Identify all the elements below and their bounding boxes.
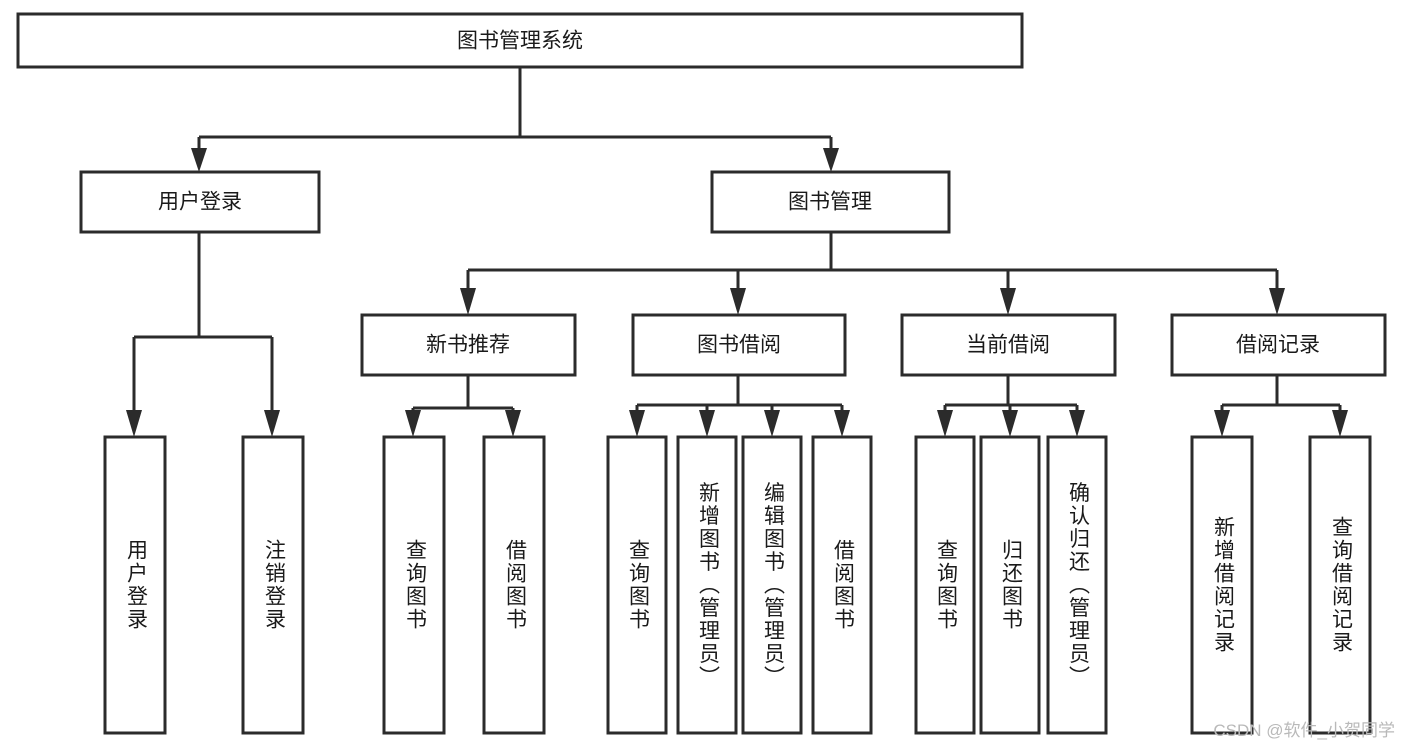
- node-leaf-add-book[interactable]: 新增图书（管理员）: [676, 435, 738, 735]
- node-leaf-query-book-3[interactable]: 查询图书: [914, 435, 976, 735]
- node-leaf-user-logout-box[interactable]: [241, 435, 305, 735]
- node-leaf-borrow-book-1[interactable]: 借阅图书: [482, 435, 546, 735]
- arrow-leaf-query-book-2: [629, 410, 645, 437]
- arrow-leaf-borrow-book-1: [505, 410, 521, 437]
- node-book-borrow[interactable]: 图书借阅: [631, 313, 847, 377]
- node-leaf-user-logout-label: 注销登录: [262, 539, 286, 631]
- arrow-leaf-confirm-return: [1069, 410, 1085, 437]
- node-leaf-borrow-book-2-box[interactable]: [811, 435, 873, 735]
- node-new-book-recommend[interactable]: 新书推荐: [360, 313, 577, 377]
- arrow-current-borrow: [1000, 288, 1016, 315]
- watermark: CSDN @软件_小贺同学: [1213, 721, 1395, 740]
- node-leaf-return-book-label: 归还图书: [999, 539, 1023, 631]
- arrow-leaf-return-book: [1002, 410, 1018, 437]
- node-root-box[interactable]: [16, 12, 1024, 69]
- arrow-leaf-query-record: [1332, 410, 1348, 437]
- node-leaf-query-book-1-box[interactable]: [382, 435, 446, 735]
- node-root[interactable]: 图书管理系统: [16, 12, 1024, 69]
- arrow-leaf-borrow-book-2: [834, 410, 850, 437]
- node-leaf-edit-book-label: 编辑图书（管理员）: [761, 482, 785, 689]
- arrow-leaf-user-login: [126, 410, 142, 437]
- node-book-borrow-box[interactable]: [631, 313, 847, 377]
- node-leaf-query-record-box[interactable]: [1308, 435, 1372, 735]
- node-leaf-borrow-book-1-box[interactable]: [482, 435, 546, 735]
- node-leaf-query-record-label: 查询借阅记录: [1329, 516, 1353, 654]
- node-book-management[interactable]: 图书管理: [710, 170, 951, 234]
- node-user-login[interactable]: 用户登录: [79, 170, 321, 234]
- connector-layer: [126, 67, 1348, 437]
- node-book-borrow-label: 图书借阅: [697, 334, 781, 357]
- node-leaf-query-book-3-box[interactable]: [914, 435, 976, 735]
- node-leaf-confirm-return[interactable]: 确认归还（管理员）: [1046, 435, 1108, 735]
- node-leaf-return-book[interactable]: 归还图书: [979, 435, 1041, 735]
- node-leaf-query-book-1[interactable]: 查询图书: [382, 435, 446, 735]
- arrow-book-borrow: [730, 288, 746, 315]
- arrow-user-login: [191, 148, 207, 172]
- node-leaf-user-login-label: 用户登录: [124, 539, 148, 631]
- arrow-new-book-recommend: [460, 288, 476, 315]
- node-borrow-record[interactable]: 借阅记录: [1170, 313, 1387, 377]
- node-leaf-return-book-box[interactable]: [979, 435, 1041, 735]
- node-leaf-add-record[interactable]: 新增借阅记录: [1190, 435, 1254, 735]
- node-leaf-user-login[interactable]: 用户登录: [103, 435, 167, 735]
- node-root-label: 图书管理系统: [457, 30, 583, 53]
- node-leaf-borrow-book-1-label: 借阅图书: [503, 539, 527, 631]
- node-leaf-add-book-box[interactable]: [676, 435, 738, 735]
- node-borrow-record-box[interactable]: [1170, 313, 1387, 377]
- node-current-borrow-label: 当前借阅: [966, 334, 1050, 357]
- node-leaf-confirm-return-box[interactable]: [1046, 435, 1108, 735]
- arrow-leaf-user-logout: [264, 410, 280, 437]
- node-borrow-record-label: 借阅记录: [1236, 334, 1320, 357]
- node-user-login-box[interactable]: [79, 170, 321, 234]
- node-leaf-query-book-2[interactable]: 查询图书: [606, 435, 668, 735]
- node-current-borrow[interactable]: 当前借阅: [900, 313, 1117, 377]
- arrow-leaf-query-book-1: [405, 410, 421, 437]
- node-new-book-recommend-box[interactable]: [360, 313, 577, 377]
- node-current-borrow-box[interactable]: [900, 313, 1117, 377]
- node-leaf-confirm-return-label: 确认归还（管理员）: [1066, 482, 1090, 689]
- node-leaf-edit-book-box[interactable]: [741, 435, 803, 735]
- node-book-management-label: 图书管理: [788, 191, 872, 214]
- node-new-book-recommend-label: 新书推荐: [426, 334, 510, 357]
- node-leaf-add-record-label: 新增借阅记录: [1211, 516, 1235, 654]
- arrow-book-management: [823, 148, 839, 172]
- arrow-leaf-add-record: [1214, 410, 1230, 437]
- node-user-login-label: 用户登录: [158, 191, 242, 214]
- node-leaf-borrow-book-2[interactable]: 借阅图书: [811, 435, 873, 735]
- node-leaf-add-book-label: 新增图书（管理员）: [696, 482, 720, 689]
- node-leaf-query-book-2-label: 查询图书: [626, 539, 650, 631]
- node-leaf-user-login-box[interactable]: [103, 435, 167, 735]
- node-leaf-user-logout[interactable]: 注销登录: [241, 435, 305, 735]
- node-leaf-query-book-1-label: 查询图书: [403, 539, 427, 631]
- node-leaf-query-book-3-label: 查询图书: [934, 539, 958, 631]
- node-leaf-query-book-2-box[interactable]: [606, 435, 668, 735]
- node-book-management-box[interactable]: [710, 170, 951, 234]
- arrow-borrow-record: [1269, 288, 1285, 315]
- node-leaf-add-record-box[interactable]: [1190, 435, 1254, 735]
- arrow-leaf-add-book: [699, 410, 715, 437]
- arrow-leaf-edit-book: [764, 410, 780, 437]
- node-leaf-edit-book[interactable]: 编辑图书（管理员）: [741, 435, 803, 735]
- arrow-leaf-query-book-3: [937, 410, 953, 437]
- node-leaf-query-record[interactable]: 查询借阅记录: [1308, 435, 1372, 735]
- node-leaf-borrow-book-2-label: 借阅图书: [831, 539, 855, 631]
